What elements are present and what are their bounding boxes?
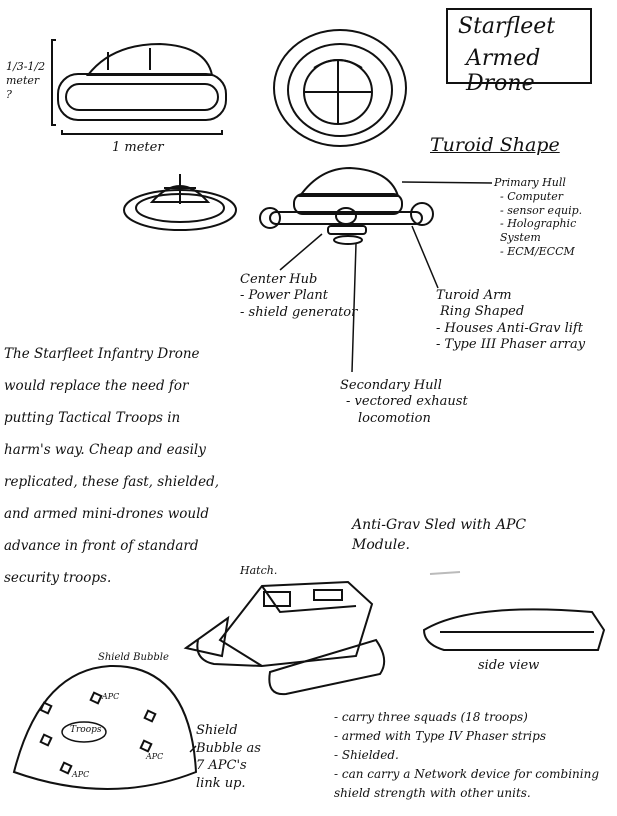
center-hub-item: - shield generator	[240, 304, 358, 320]
width-scale-label: 1 meter	[112, 140, 164, 155]
sled-note: - armed with Type IV Phaser strips	[334, 729, 546, 743]
primary-hull-item: - Holographic System	[500, 217, 577, 244]
title-line-2: Armed Drone	[466, 46, 541, 96]
hatch-label: Hatch.	[240, 564, 278, 577]
secondary-hull-item: - vectored exhaust	[346, 394, 468, 410]
leader-primary-hull	[401, 181, 493, 184]
apc-label: APC	[146, 752, 164, 761]
apc-side-view-drawing	[422, 608, 606, 651]
shield-bubble-label: Shield Bubble	[98, 652, 169, 663]
height-scale-label: 1/3-1/2 meter ?	[6, 60, 46, 101]
primary-hull-item: - ECM/ECCM	[500, 244, 575, 258]
drone-three-quarter-view	[123, 174, 237, 231]
primary-hull-item: - sensor equip.	[500, 203, 583, 217]
turoid-arm-item: Ring Shaped	[440, 304, 525, 320]
secondary-hull-block: Secondary Hull - vectored exhaust locomo…	[340, 378, 468, 427]
center-hub-item: - Power Plant	[240, 288, 328, 304]
height-bracket	[51, 39, 56, 126]
primary-hull-label: Primary Hull	[494, 176, 566, 189]
apc-sled-drawing	[183, 580, 386, 696]
shield-bubble-caption: Shield Bubble as 7 APC's link up.	[196, 723, 261, 791]
shield-bubble-drawing	[12, 664, 198, 790]
leader-center-hub	[279, 233, 323, 271]
leader-turoid-arm	[411, 225, 439, 289]
secondary-hull-label: Secondary Hull	[340, 378, 442, 393]
title-line-1: Starfleet	[458, 14, 556, 39]
primary-hull-block: Primary Hull - Computer - sensor equip. …	[494, 176, 617, 259]
primary-hull-item: - Computer	[500, 189, 563, 203]
troops-label: Troops	[70, 725, 102, 735]
sled-note: - Shielded.	[334, 748, 399, 762]
sled-heading: Anti-Grav Sled with APC Module.	[352, 517, 527, 553]
description-text: The Starfleet Infantry Drone would repla…	[4, 346, 220, 586]
sled-note: - can carry a Network device for combini…	[334, 767, 600, 800]
drone-side-profile	[57, 42, 227, 121]
drone-top-view	[273, 29, 407, 147]
turoid-arm-block: Turoid Arm Ring Shaped - Houses Anti-Gra…	[436, 288, 585, 353]
leader-secondary-hull	[351, 243, 357, 373]
center-hub-label: Center Hub	[240, 272, 318, 287]
pencil-mark	[429, 571, 461, 575]
apc-label: APC	[102, 692, 120, 701]
turoid-arm-label: Turoid Arm	[436, 288, 512, 303]
center-hub-block: Center Hub - Power Plant - shield genera…	[240, 272, 357, 321]
title-box: Starfleet Armed Drone	[446, 8, 592, 96]
turoid-heading: Turoid Shape	[430, 134, 560, 156]
sled-notes: - carry three squads (18 troops) - armed…	[334, 708, 610, 803]
apc-label: APC	[72, 770, 90, 779]
width-bracket	[61, 130, 223, 135]
secondary-hull-item: locomotion	[358, 410, 431, 426]
turoid-arm-item: - Houses Anti-Grav lift	[436, 320, 583, 336]
drone-exploded-diagram	[259, 166, 434, 245]
turoid-arm-item: - Type III Phaser array	[436, 336, 586, 352]
side-view-label: side view	[478, 658, 540, 673]
sled-note: - carry three squads (18 troops)	[334, 710, 528, 724]
